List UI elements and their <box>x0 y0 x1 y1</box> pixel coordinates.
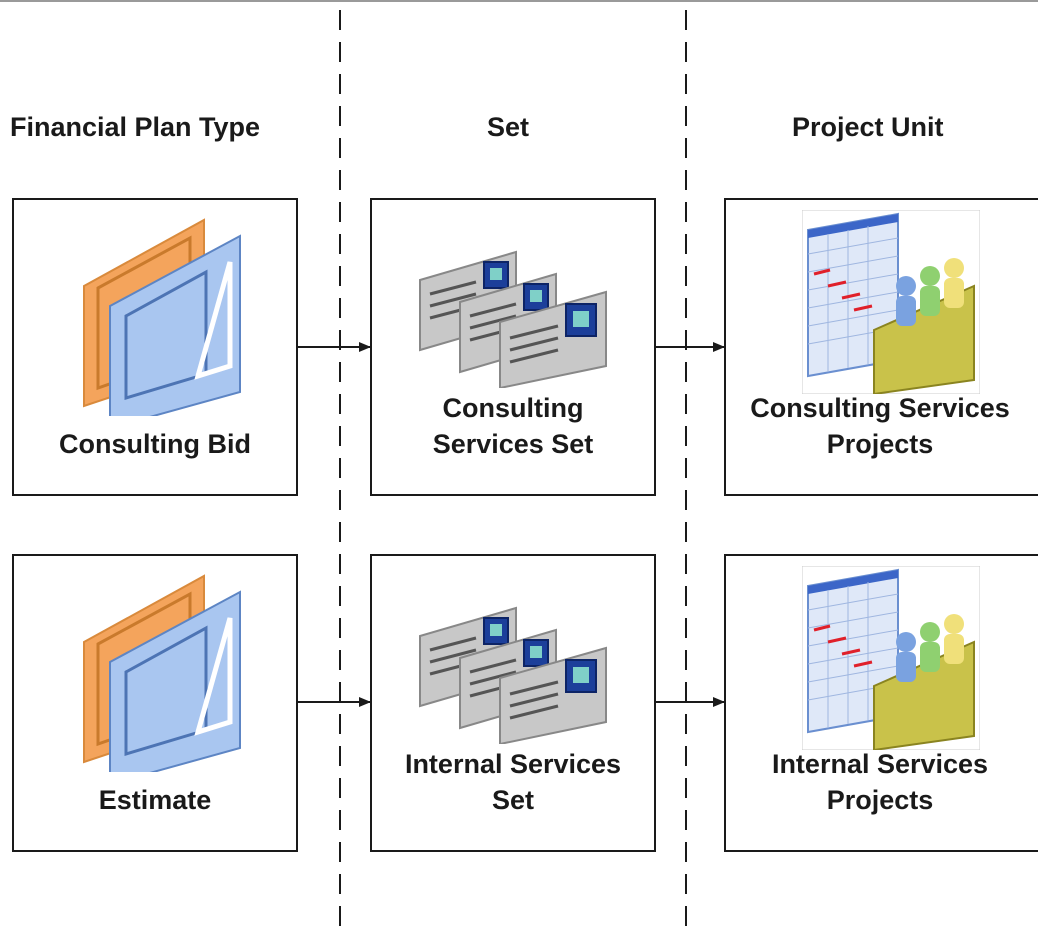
plan-type-label: Consulting Bid <box>59 429 251 459</box>
reference-set-icon <box>419 250 607 388</box>
plan-type-label: Estimate <box>98 785 212 815</box>
set-label-line-1: Consulting <box>442 393 584 423</box>
header-project-unit: Project Unit <box>792 112 944 142</box>
set-label-line-1: Internal Services <box>404 749 622 779</box>
project-unit-box-consulting-services: Consulting Services Projects <box>724 198 1038 496</box>
header-financial-plan-type: Financial Plan Type <box>10 112 261 142</box>
financial-plan-icon <box>83 574 241 772</box>
top-border <box>0 0 1038 2</box>
project-unit-label-line-1: Consulting Services <box>750 393 1010 423</box>
project-unit-box-internal-services: Internal Services Projects <box>724 554 1038 852</box>
project-unit-label-line-2: Projects <box>826 785 934 815</box>
set-label-line-2: Set <box>491 785 535 815</box>
plan-type-box-estimate: Estimate <box>12 554 298 852</box>
set-label-line-2: Services Set <box>432 429 594 459</box>
reference-set-icon <box>419 606 607 744</box>
project-unit-label-line-2: Projects <box>826 429 934 459</box>
project-unit-icon <box>802 566 980 750</box>
header-set: Set <box>487 112 530 142</box>
project-unit-icon <box>802 210 980 394</box>
set-box-consulting-services: Consulting Services Set <box>370 198 656 496</box>
set-box-internal-services: Internal Services Set <box>370 554 656 852</box>
financial-plan-icon <box>83 218 241 416</box>
project-unit-label-line-1: Internal Services <box>771 749 989 779</box>
plan-type-box-consulting-bid: Consulting Bid <box>12 198 298 496</box>
